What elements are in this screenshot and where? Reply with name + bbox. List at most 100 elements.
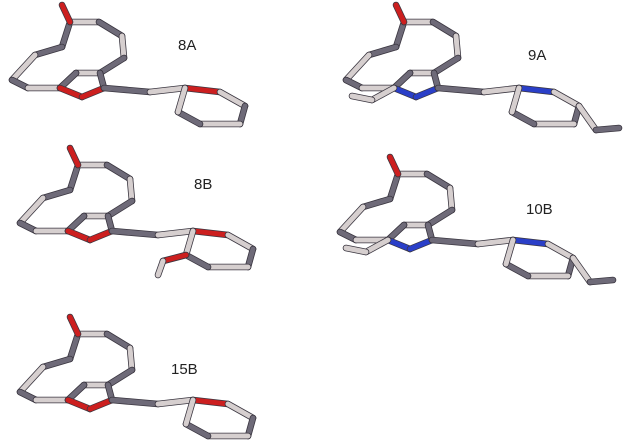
- ring-right-8B-bond-3: [225, 232, 256, 252]
- bonds-8B: [16, 144, 257, 279]
- label-8B: 8B: [194, 176, 212, 193]
- hydroxy-o-8B: [160, 252, 189, 264]
- ring-right-8B-bond-1: [155, 228, 196, 238]
- ring-b-10B-bond-1: [337, 204, 366, 235]
- propyl-a1-10B: [363, 237, 391, 255]
- ring-right-10B-bond-2: [510, 237, 551, 247]
- ring-right-9A-bond-0: [435, 85, 487, 95]
- ring-right-15B-bond-7: [183, 397, 196, 427]
- ring-right-10B-bond-3: [545, 241, 576, 261]
- ring-five-10B-bond-0: [385, 222, 407, 243]
- ring-right-8B-bond-6: [183, 252, 211, 270]
- ring-a-9A-bond-4: [431, 55, 461, 76]
- ring-a-15B-bond-2: [104, 331, 133, 351]
- ring-right-9A-bond-7: [509, 85, 522, 115]
- propyl-a2-10B: [343, 245, 369, 255]
- molecule-9A: 9A: [342, 1, 623, 134]
- ring-right-9A-bond-3: [551, 89, 582, 109]
- carbonyl-8A: [59, 2, 73, 25]
- ring-a-10B-bond-0: [387, 171, 401, 202]
- bonds-15B: [16, 313, 257, 440]
- ring-a-9A-bond-3: [453, 33, 461, 61]
- bonds-8A: [8, 1, 249, 128]
- carbonyl-15B: [67, 314, 81, 337]
- ring-right-10B-bond-1: [475, 237, 516, 247]
- molecule-8A: 8A: [8, 1, 249, 128]
- ring-right-9A-bond-2: [516, 85, 557, 95]
- bonds-9A: [342, 1, 623, 134]
- ring-five-10B-bond-2: [407, 237, 435, 252]
- ring-a-8B-bond-2: [104, 162, 133, 182]
- ring-a-10B-bond-3: [447, 185, 455, 213]
- ring-right-15B-bond-6: [183, 421, 211, 439]
- ring-right-8B-bond-0: [109, 228, 161, 238]
- ring-b-15B-bond-1: [17, 364, 46, 395]
- ring-five-15B-bond-0: [65, 382, 87, 403]
- ring-a-15B-bond-3: [127, 345, 135, 373]
- ring-right-8A-bond-1: [147, 85, 188, 95]
- ring-a-15B-bond-4: [105, 367, 135, 388]
- ring-a-15B-bond-0: [67, 331, 81, 362]
- ring-five-9A-bond-0: [391, 70, 413, 91]
- ring-right-8B-bond-2: [190, 228, 231, 238]
- label-9A: 9A: [528, 47, 546, 64]
- propyl-b1-10B: [570, 255, 593, 285]
- propyl-b2-10B: [587, 277, 616, 285]
- ring-right-8A-bond-3: [217, 89, 248, 109]
- ring-five-9A-bond-2: [413, 85, 441, 100]
- ring-a-8B-bond-0: [67, 162, 81, 193]
- carbonyl-10B: [387, 154, 401, 177]
- molecule-8B: 8B: [16, 144, 257, 279]
- label-8A: 8A: [178, 37, 196, 54]
- ring-b-8A-bond-1: [9, 52, 38, 83]
- molecule-15B: 15B: [16, 313, 257, 440]
- hydroxy-h-8B: [155, 258, 166, 278]
- ring-five-10B-bond-1: [385, 237, 413, 252]
- ring-right-15B-bond-1: [155, 397, 196, 407]
- ring-right-15B-bond-0: [109, 397, 161, 407]
- ring-five-15B-bond-1: [65, 397, 93, 412]
- ring-five-8B-bond-2: [87, 228, 115, 243]
- bonds-10B: [336, 153, 617, 286]
- ring-right-15B-bond-2: [190, 397, 231, 407]
- ring-a-8B-bond-3: [127, 176, 135, 204]
- ring-b-8B-bond-0: [40, 187, 73, 201]
- ring-b-8B-bond-1: [17, 195, 46, 226]
- ring-right-8A-bond-2: [182, 85, 223, 95]
- ring-b-9A-bond-0: [366, 44, 399, 58]
- label-15B: 15B: [171, 361, 198, 378]
- ring-a-8B-bond-4: [105, 198, 135, 219]
- ring-b-8A-bond-0: [32, 44, 65, 58]
- ring-a-10B-bond-4: [425, 207, 455, 228]
- carbonyl-8B: [67, 145, 81, 168]
- ring-five-8B-bond-0: [65, 213, 87, 234]
- molecule-10B: 10B: [336, 153, 617, 286]
- ring-five-8A-bond-1: [57, 85, 85, 100]
- ring-right-15B-bond-3: [225, 401, 256, 421]
- ring-a-8A-bond-3: [119, 33, 127, 61]
- ring-b-9A-bond-1: [343, 52, 372, 83]
- ring-right-8A-bond-6: [175, 109, 203, 127]
- carbonyl-9A: [393, 2, 407, 25]
- ring-right-8A-bond-0: [101, 85, 153, 95]
- ring-a-9A-bond-0: [393, 19, 407, 50]
- propyl-a1-9A: [369, 85, 397, 103]
- ring-a-8A-bond-0: [59, 19, 73, 50]
- propyl-a2-9A: [349, 93, 375, 103]
- ring-right-8A-bond-7: [175, 85, 188, 115]
- ring-right-10B-bond-6: [503, 261, 531, 279]
- label-10B: 10B: [526, 201, 553, 218]
- ring-b-15B-bond-0: [40, 356, 73, 370]
- ring-right-10B-bond-7: [503, 237, 516, 267]
- ring-five-8A-bond-2: [79, 85, 107, 100]
- ring-five-8B-bond-1: [65, 228, 93, 243]
- ring-five-9A-bond-1: [391, 85, 419, 100]
- ring-right-8B-bond-7: [183, 228, 196, 258]
- ring-five-15B-bond-2: [87, 397, 115, 412]
- ring-a-9A-bond-2: [430, 19, 459, 39]
- ring-a-8A-bond-2: [96, 19, 125, 39]
- ring-right-9A-bond-1: [481, 85, 522, 95]
- ring-a-8A-bond-4: [97, 55, 127, 76]
- ring-b-10B-bond-0: [360, 196, 393, 210]
